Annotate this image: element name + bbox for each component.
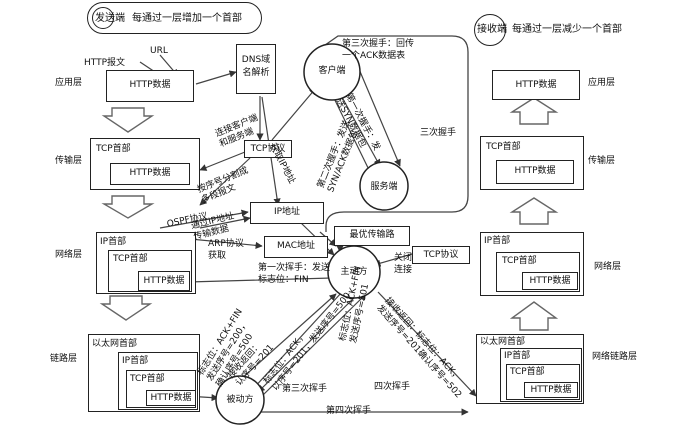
- http-msg-label: HTTP报文: [84, 58, 126, 68]
- left-app-http-box: [106, 70, 194, 102]
- right-link-http-data: HTTP数据: [530, 385, 572, 395]
- right-link-eth-header: 以太网首部: [480, 337, 526, 347]
- three-handshake-label: 三次握手: [420, 128, 457, 138]
- receiver-legend-desc: 每通过一层减少一个首部: [512, 24, 622, 35]
- right-transport-tcp-header: TCP首部: [486, 142, 521, 152]
- right-network-http-data: HTTP数据: [529, 276, 571, 286]
- ip-address-box: [250, 202, 324, 224]
- mac-address-label: MAC地址: [276, 241, 316, 251]
- left-link-layer-label: 链路层: [50, 354, 78, 364]
- sender-legend-circle: [92, 7, 114, 29]
- right-network-layer-label: 网络层: [594, 262, 622, 272]
- left-network-tcp-header: TCP首部: [113, 254, 148, 264]
- right-transport-http-box: [496, 160, 574, 184]
- tcp-protocol-label: TCP协议: [250, 144, 286, 154]
- tcp-protocol-close-box: [412, 246, 470, 264]
- left-network-http-data: HTTP数据: [143, 276, 185, 286]
- url-label: URL: [150, 46, 168, 56]
- right-transport-layer-label: 传输层: [588, 156, 616, 166]
- sender-legend-desc: 每通过一层增加一个首部: [132, 13, 242, 24]
- third-handshake-label: 第三次握手：回传 一个ACK数据表: [342, 39, 415, 61]
- client-node: [303, 43, 361, 101]
- left-transport-tcp-header: TCP首部: [96, 144, 131, 154]
- right-link-layer-label: 网络链路层: [592, 352, 638, 362]
- best-route-label: 最优传输路: [349, 230, 395, 240]
- dns-label: DNS域 名解析: [241, 55, 271, 78]
- right-app-layer-label: 应用层: [588, 78, 616, 88]
- left-transport-http-box: [110, 163, 190, 185]
- right-link-tcp-header: TCP首部: [510, 367, 545, 377]
- active-node: [327, 245, 381, 299]
- active-label: 主动方: [340, 267, 368, 277]
- sender-legend: [87, 2, 262, 34]
- tcp-protocol-close-label: TCP协议: [423, 250, 459, 260]
- left-network-ip-header: IP首部: [100, 237, 127, 247]
- left-link-ip-header: IP首部: [122, 356, 149, 366]
- right-app-http-box: [492, 70, 580, 100]
- ip-address-label: IP地址: [273, 207, 301, 217]
- third-wave-label: 第三次挥手: [282, 384, 328, 394]
- left-link-http-box: [146, 390, 196, 406]
- receiver-legend-title: 接收端: [477, 24, 507, 35]
- fourth-wave-label: 第四次挥手: [326, 406, 372, 416]
- arp-label: ARP协议 获取: [208, 239, 244, 261]
- left-network-layer-label: 网络层: [55, 250, 83, 260]
- right-transport-http-data: HTTP数据: [514, 166, 556, 176]
- best-route-box: [334, 226, 410, 246]
- right-link-ip-header: IP首部: [504, 351, 531, 361]
- server-label: 服务端: [370, 182, 398, 192]
- passive-label: 被动方: [226, 395, 254, 405]
- right-network-http-box: [522, 272, 578, 290]
- four-handshake-label: 四次挥手: [374, 382, 411, 392]
- tcp-protocol-box: [244, 140, 292, 158]
- mac-address-box: [264, 236, 328, 258]
- first-wave-label: 第一次挥手：发送 标志位：FIN: [258, 263, 331, 285]
- right-network-ip-header: IP首部: [484, 236, 511, 246]
- dns-box: [236, 44, 276, 94]
- right-app-http-data: HTTP数据: [515, 80, 557, 90]
- client-label: 客户端: [318, 66, 346, 76]
- left-app-http-data: HTTP数据: [129, 80, 171, 90]
- server-node: [359, 161, 409, 211]
- left-link-http-data: HTTP数据: [150, 393, 192, 403]
- left-app-layer-label: 应用层: [55, 78, 83, 88]
- left-link-tcp-header: TCP首部: [130, 374, 165, 384]
- right-network-tcp-header: TCP首部: [502, 256, 537, 266]
- close-connection-label: 关闭 连接: [394, 253, 413, 275]
- passive-node: [215, 375, 265, 425]
- left-transport-http-data: HTTP数据: [129, 168, 171, 178]
- receiver-legend-circle: [474, 14, 506, 46]
- right-link-http-box: [524, 382, 578, 398]
- left-network-http-box: [138, 271, 190, 291]
- sender-legend-title: 发送端: [95, 13, 125, 24]
- left-link-eth-header: 以太网首部: [92, 339, 138, 349]
- left-transport-layer-label: 传输层: [55, 156, 83, 166]
